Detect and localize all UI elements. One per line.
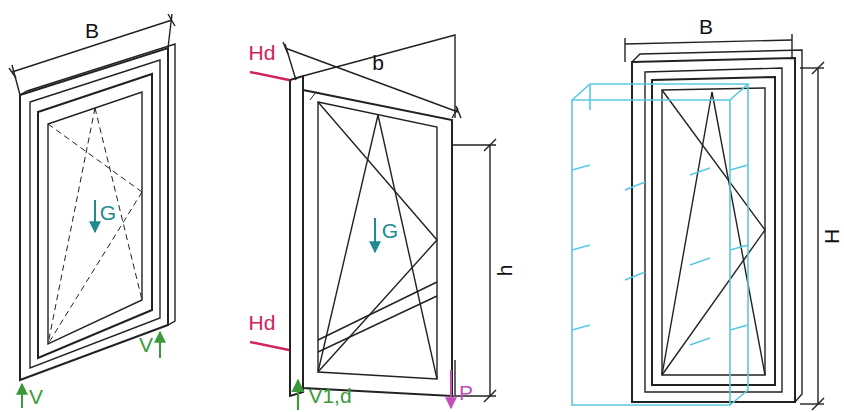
dimension-label: G: [380, 219, 400, 242]
load-arrow: [374, 218, 376, 252]
load-arrow: [94, 200, 96, 232]
dimension-label: V: [137, 333, 155, 356]
left-window: [9, 14, 175, 380]
load-arrow: [450, 370, 452, 408]
reaction-arrow: [159, 332, 161, 358]
middle-window: [283, 35, 496, 402]
reaction-arrow: [297, 380, 299, 410]
dimension-label: V: [27, 385, 45, 408]
dimension-label: Hd: [247, 311, 278, 334]
force-line: [250, 72, 289, 80]
dimension-label: V1,d: [306, 384, 353, 407]
right-window: [625, 34, 824, 410]
dimension-label: H: [820, 226, 843, 245]
dimension-label: h: [494, 262, 517, 278]
dimension-label: B: [697, 15, 715, 38]
reaction-arrow: [21, 384, 23, 408]
force-line: [250, 342, 289, 350]
dimension-label: b: [370, 51, 386, 74]
dimension-label: P: [457, 381, 475, 404]
packing-box: [572, 84, 748, 405]
dimension-label: Hd: [247, 41, 278, 64]
dimension-label: B: [83, 19, 101, 42]
dimension-label: G: [98, 201, 118, 224]
